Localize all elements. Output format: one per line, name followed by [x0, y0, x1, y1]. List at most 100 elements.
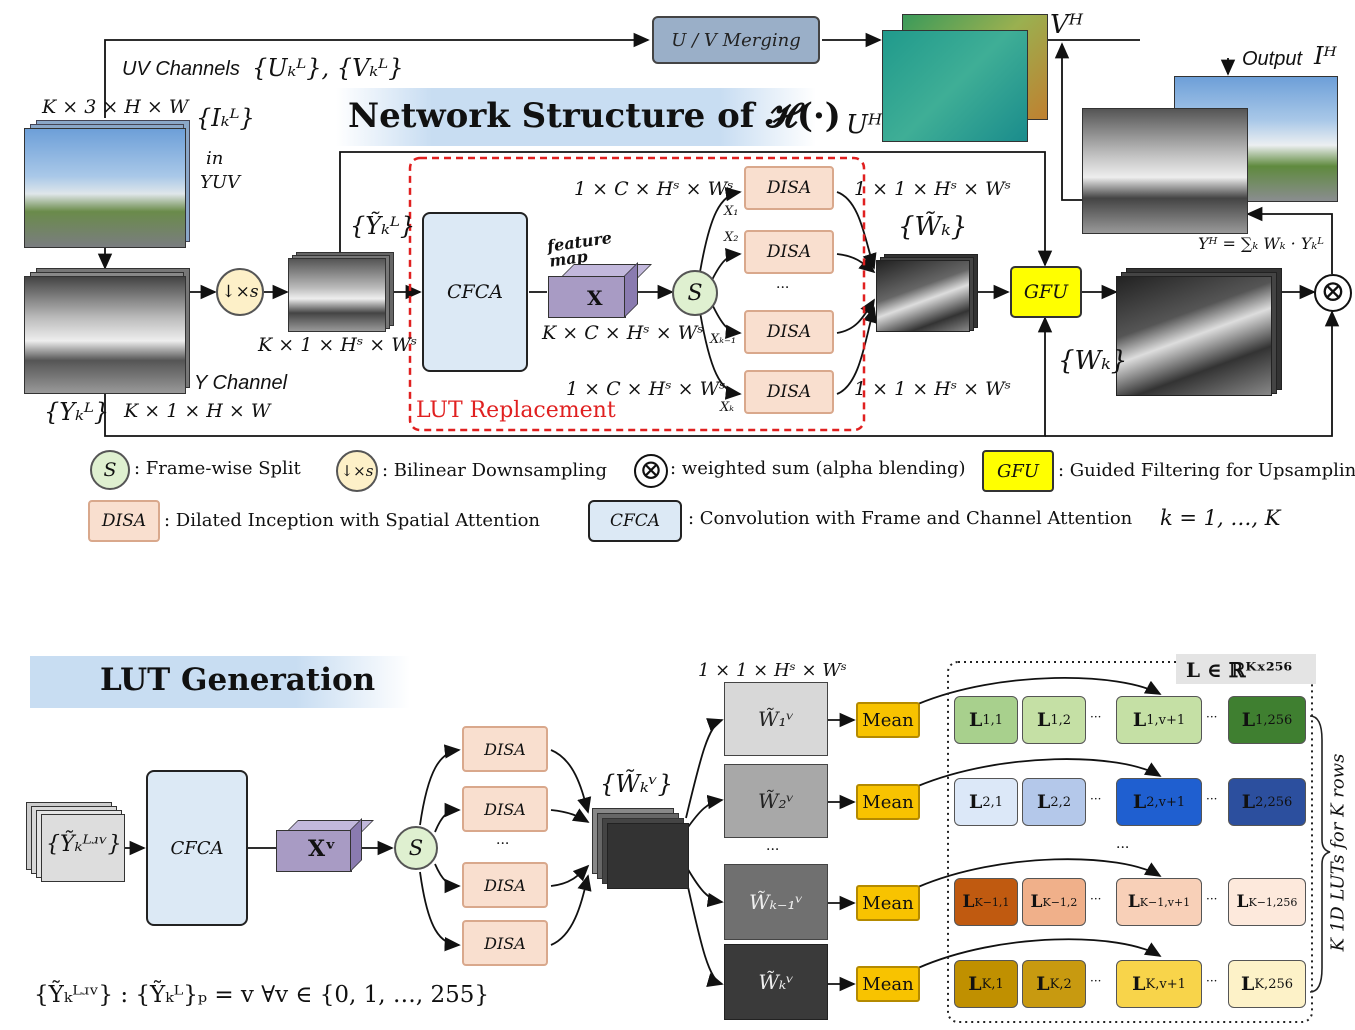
downsample-node: ↓×s	[216, 268, 264, 316]
input-symbol: {Iₖᴸ}	[196, 104, 255, 132]
split-node-top: S	[672, 270, 718, 316]
w-dims-top: 1 × 1 × Hˢ × Wˢ	[854, 178, 1012, 200]
c-dims-top: 1 × C × Hˢ × Wˢ	[574, 178, 734, 200]
legend-disa-icon: DISA	[88, 500, 160, 542]
w-dims-bottom: 1 × 1 × Hˢ × Wˢ	[854, 378, 1012, 400]
cfca-label: CFCA	[447, 281, 503, 303]
bottom-formula: {Ỹₖᴸʴᵛ} : {Ỹₖᴸ}ₚ = v ∀v ∈ {0, 1, …, 255}	[34, 982, 490, 1008]
vslice-input-stack	[26, 802, 125, 882]
lut-dots-1b: ···	[1206, 710, 1218, 724]
x-label: X	[587, 286, 603, 310]
uv-merging-box: U / V Merging	[652, 16, 820, 64]
uv-merging-label: U / V Merging	[671, 29, 801, 51]
downsampled-image-stack	[288, 252, 394, 332]
yuv-label: YUV	[200, 172, 241, 193]
uv-channels-label: UV Channels	[122, 58, 240, 80]
cfca-bottom-label: CFCA	[170, 837, 224, 859]
lut-dots-3a: ···	[1090, 892, 1102, 906]
disa-box-bottom-2: DISA	[462, 786, 548, 832]
c-dims-bottom: 1 × C × Hˢ × Wˢ	[566, 378, 726, 400]
mean-box-2: Mean	[856, 784, 920, 820]
l-space-tag	[1176, 654, 1316, 684]
legend-split-icon: S	[90, 450, 130, 490]
legend-downsample-icon: ↓×s	[336, 450, 378, 492]
lut-replacement-label: LUT Replacement	[416, 398, 616, 423]
title-banner	[336, 88, 816, 146]
x-dims: K × C × Hˢ × Wˢ	[542, 322, 704, 344]
upsampled-weight-stack	[1116, 268, 1282, 396]
legend-disa-text: : Dilated Inception with Spatial Attenti…	[164, 510, 541, 531]
vh-label: Vᴴ	[1050, 10, 1084, 40]
legend-weighted-sum-text: : weighted sum (alpha blending)	[670, 458, 966, 479]
cfca-box-top: CFCA	[422, 212, 528, 372]
y-channel-image-stack	[24, 268, 190, 394]
bottom-title-banner	[30, 656, 410, 708]
w-row-k: W̃ₖᵛ	[724, 944, 828, 1020]
x-sub-2: X₂	[724, 230, 739, 245]
input-image-stack	[24, 120, 190, 248]
k-luts-side-label: K 1D LUTs for K rows	[1327, 753, 1349, 952]
disa-box-bottom-1: DISA	[462, 726, 548, 772]
output-label: Output	[1242, 48, 1303, 70]
xv-label: Xᵛ	[308, 836, 336, 862]
legend-k-range: k = 1, …, K	[1160, 506, 1281, 530]
disa-box-top-4: DISA	[744, 370, 834, 414]
disa-box-bottom-3: DISA	[462, 862, 548, 908]
x-sub-1: X₁	[724, 204, 739, 219]
disa-box-top-2: DISA	[744, 230, 834, 274]
disa-box-bottom-4: DISA	[462, 920, 548, 966]
mean-box-1: Mean	[856, 702, 920, 738]
legend-split-text: : Frame-wise Split	[134, 458, 301, 479]
lut-vertical-dots: ···	[1116, 840, 1130, 856]
y-channel-label: Y Channel	[194, 372, 288, 394]
ellipsis-bottom-disa: ···	[496, 836, 510, 852]
lut-dots-4a: ···	[1090, 974, 1102, 988]
w-dims-bottom-section: 1 × 1 × Hˢ × Wˢ	[698, 660, 847, 681]
legend-downsample-text: : Bilinear Downsampling	[382, 460, 608, 481]
l-space-label: L ∈ ℝᴷˣ²⁵⁶	[1186, 658, 1293, 682]
gfu-label: GFU	[1023, 281, 1069, 303]
disa-box-top-3: DISA	[744, 310, 834, 354]
lut-dots-3b: ···	[1206, 892, 1218, 906]
cfca-box-bottom: CFCA	[146, 770, 248, 926]
xv-cube	[276, 818, 374, 874]
yh-formula: Yᴴ = ∑ₖ Wₖ · Yₖᴸ	[1198, 234, 1324, 253]
mean-box-3: Mean	[856, 885, 920, 921]
in-label: in	[206, 148, 224, 169]
w-row-1: W̃₁ᵛ	[724, 682, 828, 756]
weight-map-stack	[876, 254, 978, 332]
legend-weighted-sum-icon: ⊗	[634, 453, 668, 488]
mean-box-4: Mean	[856, 966, 920, 1002]
wk-symbol: {Wₖ}	[1058, 346, 1128, 376]
w-row-2: W̃₂ᵛ	[724, 764, 828, 838]
legend-gfu-icon: GFU	[982, 450, 1054, 492]
w-row-k-1: W̃ₖ₋₁ᵛ	[724, 864, 828, 940]
output-gray-image	[1082, 108, 1248, 234]
gfu-box: GFU	[1010, 266, 1082, 318]
feature-map-cube	[548, 262, 652, 318]
wv-symbol: {W̃ₖᵛ}	[600, 770, 673, 798]
ytilde-symbol: {Ỹₖᴸ}	[350, 212, 416, 240]
uv-channels-math: {Uₖᴸ}, {Vₖᴸ}	[252, 54, 404, 82]
lut-dots-4b: ···	[1206, 974, 1218, 988]
x-sub-k-1: Xₖ₋₁	[710, 332, 737, 347]
ellipsis-w-rows: ···	[766, 842, 780, 858]
output-symbol: Iᴴ	[1314, 42, 1337, 70]
split-node-bottom: S	[394, 826, 438, 870]
